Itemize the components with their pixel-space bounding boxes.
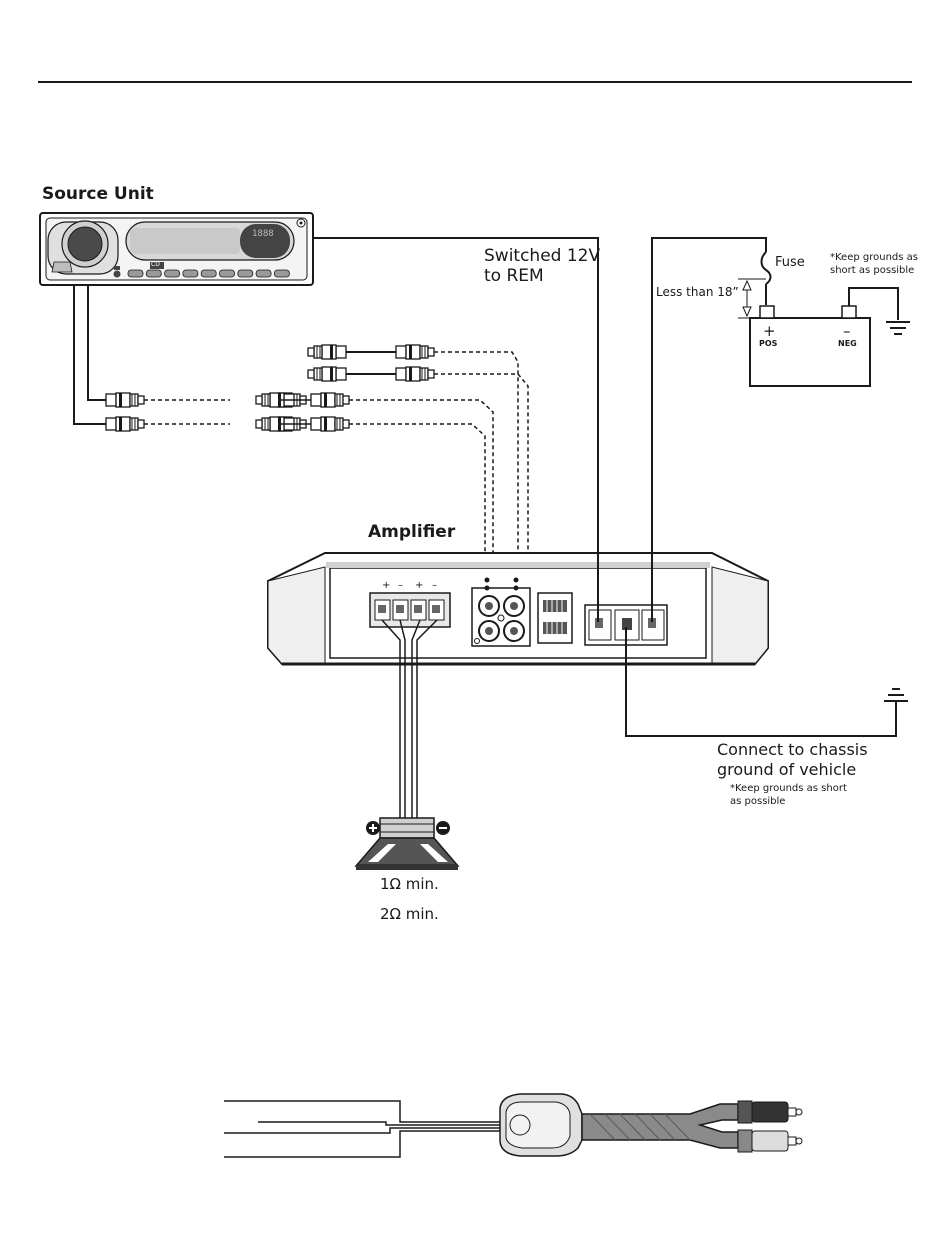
rca-plug-1 — [106, 393, 144, 407]
fuse-label: Fuse — [775, 255, 805, 270]
preset-button — [128, 270, 143, 277]
speaker-positive-icon — [366, 821, 380, 835]
remote-label-line1: Switched 12V — [484, 246, 600, 267]
battery-neg-label: NEG — [838, 339, 857, 348]
impedance-label-2: 2Ω min. — [380, 905, 439, 923]
rca-plug-5 — [311, 393, 349, 407]
speaker-terminal-block — [370, 593, 450, 627]
battery-neg-sign: – — [843, 322, 851, 340]
rca-plug-6 — [311, 417, 349, 431]
rca-input-panel — [472, 578, 530, 647]
rca-cable-left — [88, 285, 106, 400]
battery-ground-icon — [886, 322, 910, 334]
rca-plug-7 — [396, 345, 434, 359]
preset-button — [220, 270, 235, 277]
display-panel — [130, 228, 240, 254]
display-readout: 1888 — [252, 229, 274, 239]
preset-button — [146, 270, 161, 277]
preset-button — [183, 270, 198, 277]
preset-button — [201, 270, 216, 277]
remote-port — [538, 593, 572, 643]
battery-note-line2: short as possible — [830, 265, 914, 277]
preset-button — [256, 270, 271, 277]
battery-pos-label: POS — [759, 339, 778, 348]
source-unit-title: Source Unit — [42, 184, 154, 204]
terminal-sign-4: – — [432, 580, 437, 591]
battery-pos-sign: + — [763, 322, 776, 340]
terminal-sign-2: – — [398, 580, 403, 591]
preset-button — [274, 270, 289, 277]
preset-button — [165, 270, 180, 277]
amplifier-title: Amplifier — [368, 522, 455, 542]
signal-dashed-runs — [144, 352, 528, 585]
rca-cable-right — [74, 285, 106, 424]
distance-label: Less than 18” — [656, 285, 739, 299]
chassis-ground-icon — [884, 689, 908, 701]
speaker-negative-icon — [436, 821, 450, 835]
terminal-sign-3: + — [415, 580, 423, 591]
y-adapter-cable — [224, 1094, 802, 1157]
rca-plug-8 — [396, 367, 434, 381]
chassis-label-line2: ground of vehicle — [717, 760, 856, 780]
rca-plug-2 — [106, 417, 144, 431]
preset-buttons — [128, 270, 289, 277]
remote-label-line2: to REM — [484, 266, 544, 287]
terminal-sign-1: + — [382, 580, 390, 591]
chassis-note-line2: as possible — [730, 796, 785, 808]
battery-note-line1: *Keep grounds as — [830, 252, 918, 264]
chassis-note-line1: *Keep grounds as short — [730, 783, 847, 795]
impedance-label-1: 1Ω min. — [380, 875, 439, 893]
cd-badge: CD — [151, 261, 160, 268]
preset-button — [238, 270, 253, 277]
chassis-label-line1: Connect to chassis — [717, 740, 868, 760]
volume-knob-icon — [68, 227, 102, 261]
